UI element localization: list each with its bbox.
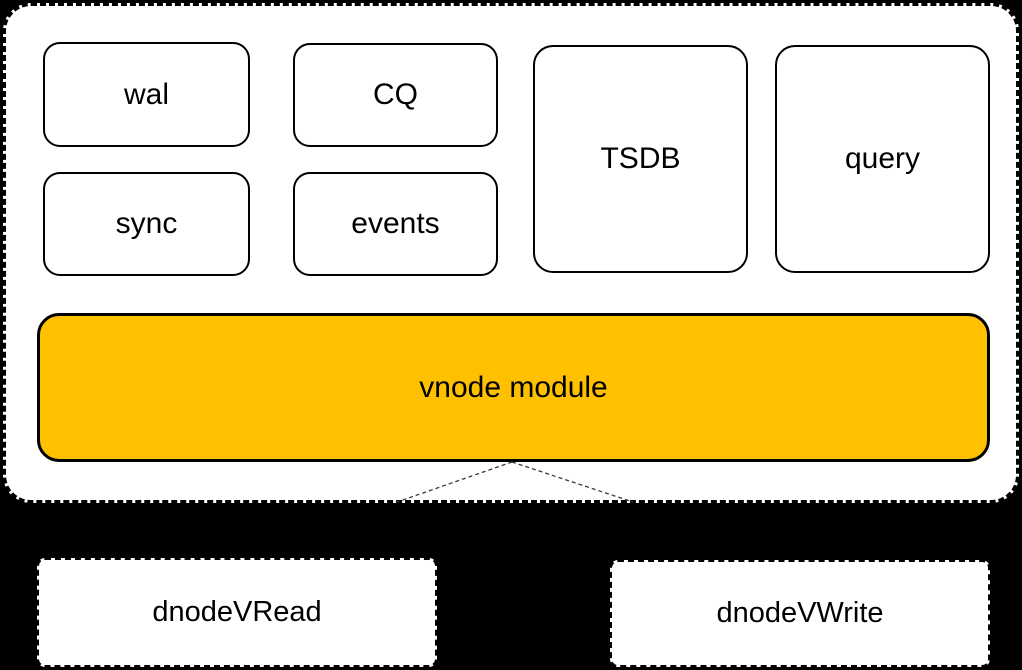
module-label-sync: sync [115, 207, 178, 240]
module-box-cq: CQ [293, 43, 498, 147]
module-label-query: query [844, 142, 921, 175]
module-box-tsdb: TSDB [533, 45, 748, 273]
module-box-events: events [293, 172, 498, 276]
vnode-module-bar: vnode module [37, 313, 990, 462]
module-label-wal: wal [123, 77, 169, 111]
dnode-vread-box: dnodeVRead [37, 558, 437, 667]
dnode-vwrite-label: dnodeVWrite [716, 597, 884, 629]
module-box-query: query [775, 45, 990, 273]
module-label-events: events [351, 207, 440, 240]
vnode-module-label: vnode module [419, 370, 608, 404]
module-box-sync: sync [43, 172, 250, 276]
dnode-vread-label: dnodeVRead [152, 596, 322, 628]
module-box-wal: wal [43, 42, 250, 147]
dnode-vwrite-box: dnodeVWrite [610, 560, 990, 667]
module-label-cq: CQ [373, 78, 418, 111]
module-label-tsdb: TSDB [600, 142, 681, 175]
